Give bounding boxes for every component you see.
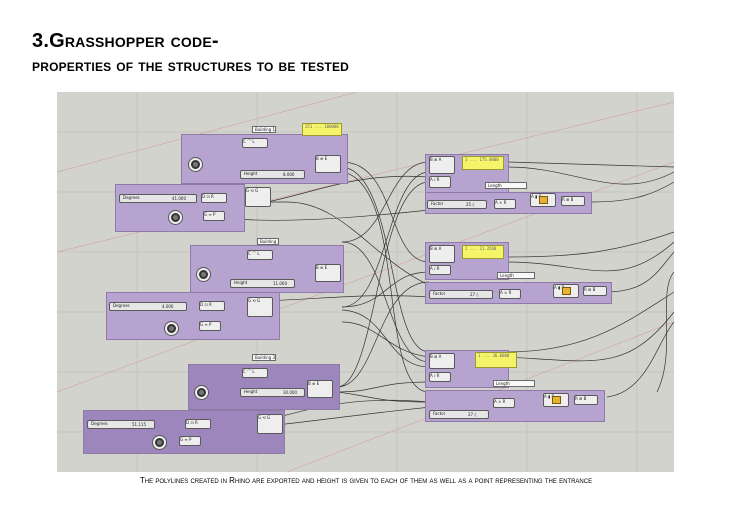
result-component-2[interactable]: R ⊞ B [583, 286, 607, 296]
radians-component-2[interactable]: D ⊡ R [199, 301, 225, 311]
factor-slider-2[interactable]: Factor 27 ◊ [429, 290, 493, 299]
division-component-3[interactable]: A ∕ R [429, 372, 451, 382]
point-param-2[interactable] [165, 322, 178, 335]
extrude-component-1[interactable]: B ⊕ E [315, 155, 341, 173]
building-3-label: Building 3 [252, 354, 276, 361]
point-component-1[interactable]: G ≡ P [203, 211, 225, 221]
point-param-3[interactable] [153, 436, 166, 449]
toggle-switch-1[interactable] [539, 196, 548, 204]
height-slider-3[interactable]: Height 30.000 [240, 388, 305, 397]
geometry-param-2[interactable] [197, 268, 210, 281]
page-title: 3.Grasshopper code- [32, 30, 219, 52]
page-subtitle: properties of the structures to be teste… [32, 56, 350, 75]
factor-slider-3[interactable]: Factor 27 ◊ [429, 410, 489, 419]
multiply-component-1[interactable]: A ⨯ R [494, 199, 516, 209]
division-component-2[interactable]: A ∕ R [429, 265, 451, 275]
factor-slider-1[interactable]: Factor 25 ◊ [427, 200, 487, 209]
rotate-component-3[interactable]: G ⟲ G [257, 414, 283, 434]
rotate-component-2[interactable]: G ⟲ G [247, 297, 273, 317]
figure-caption: The polylines created in Rhino are expor… [139, 476, 593, 485]
height-slider-2[interactable]: Height 11.000 [230, 279, 295, 288]
height-slider-1[interactable]: Height 8.000 [240, 170, 305, 179]
toggle-switch-2[interactable] [562, 287, 571, 295]
division-component-1[interactable]: A ∕ R [429, 176, 451, 188]
output-panel-1[interactable]: 251 ... 100000 [302, 123, 342, 136]
area-component-3[interactable]: B ⊞ A [429, 353, 455, 369]
length-label-2: Length [497, 272, 535, 279]
length-component-1[interactable]: C ⌒ L [242, 138, 268, 148]
length-component-2[interactable]: C ⌒ L [247, 250, 273, 260]
result-component-1[interactable]: R ⊞ B [561, 196, 585, 206]
geometry-param-1[interactable] [189, 158, 202, 171]
multiply-component-2[interactable]: A ⨯ R [499, 289, 521, 299]
grasshopper-canvas[interactable]: Building 1 251 ... 100000 C ⌒ L B ⊕ E He… [57, 92, 674, 472]
output-panel-3[interactable]: 1 ... 21.3560 [462, 245, 504, 259]
degrees-1-group[interactable] [115, 184, 245, 232]
length-component-3[interactable]: C ⌒ L [242, 368, 268, 378]
length-label-1: Length [485, 182, 527, 189]
degrees-slider-3[interactable]: Degrees 51.115 [87, 420, 155, 429]
building-2-label: Building 2 [257, 238, 279, 245]
point-param-1[interactable] [169, 211, 182, 224]
radians-component-1[interactable]: D ⊡ R [201, 193, 227, 203]
degrees-slider-1[interactable]: Degrees 41.000 [119, 194, 197, 203]
point-component-3[interactable]: G ≡ P [179, 436, 201, 446]
rotate-component-1[interactable]: G ⟲ G [245, 187, 271, 207]
geometry-param-3[interactable] [195, 386, 208, 399]
degrees-slider-2[interactable]: Degrees 4.000 [109, 302, 187, 311]
output-panel-4[interactable]: 1 ... 36.0000 [475, 352, 517, 368]
multiply-component-3[interactable]: A ⨯ R [493, 398, 515, 408]
building-1-label: Building 1 [252, 126, 276, 133]
toggle-switch-3[interactable] [552, 396, 561, 404]
length-label-3: Length [493, 380, 535, 387]
area-component-2[interactable]: B ⊞ A [429, 245, 455, 263]
point-component-2[interactable]: G ≡ P [199, 321, 221, 331]
degrees-3-group[interactable] [83, 410, 285, 454]
extrude-component-3[interactable]: B ⊕ E [307, 380, 333, 398]
area-component-1[interactable]: B ⊞ A [429, 156, 455, 174]
radians-component-3[interactable]: D ⊡ R [185, 419, 211, 429]
extrude-component-2[interactable]: B ⊕ E [315, 264, 341, 282]
output-panel-2[interactable]: 1 ... 175.0000 [462, 156, 504, 170]
result-component-3[interactable]: R ⊞ B [574, 395, 598, 405]
